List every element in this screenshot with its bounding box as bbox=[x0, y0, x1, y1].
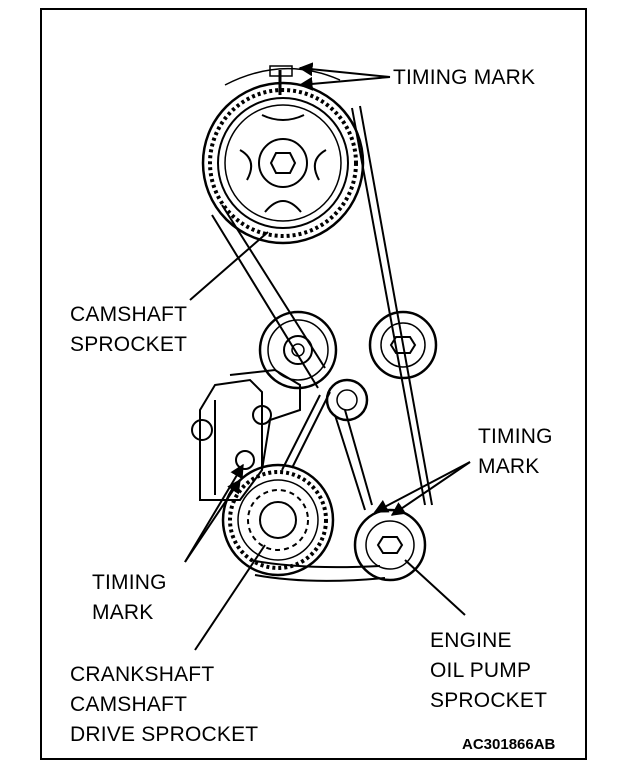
camshaft-sprocket-label: CAMSHAFT SPROCKET bbox=[70, 300, 187, 360]
oil-pump-sprocket-drawing bbox=[353, 508, 427, 582]
camshaft-sprocket-drawing bbox=[201, 65, 365, 245]
crankshaft-sprocket-label-line2: CAMSHAFT bbox=[70, 693, 188, 716]
timing-mark-left-label: TIMING MARK bbox=[92, 568, 167, 628]
oil-pump-sprocket-label-line1: ENGINE bbox=[430, 629, 512, 652]
figure-frame bbox=[40, 8, 587, 760]
timing-mark-right-label-line2: MARK bbox=[478, 455, 540, 478]
small-idler-drawing bbox=[325, 378, 369, 422]
timing-mark-right-label-line1: TIMING bbox=[478, 425, 553, 448]
oil-pump-sprocket-label-line3: SPROCKET bbox=[430, 689, 548, 712]
timing-mark-top-label: TIMING MARK bbox=[393, 66, 536, 89]
timing-mark-left-label-line2: MARK bbox=[92, 601, 154, 624]
crankshaft-sprocket-label-line3: DRIVE SPROCKET bbox=[70, 723, 259, 746]
crankshaft-sprocket-drawing bbox=[221, 463, 335, 577]
idler-pulley-drawing bbox=[368, 310, 438, 380]
figure-code: AC301866AB bbox=[462, 736, 556, 753]
crankshaft-sprocket-label-line1: CRANKSHAFT bbox=[70, 663, 215, 686]
tensioner-pulley-drawing bbox=[258, 310, 338, 390]
oil-pump-sprocket-label: ENGINE OIL PUMP SPROCKET bbox=[430, 626, 547, 716]
camshaft-sprocket-label-line1: CAMSHAFT bbox=[70, 303, 188, 326]
crankshaft-sprocket-label: CRANKSHAFT CAMSHAFT DRIVE SPROCKET bbox=[70, 660, 258, 750]
leader-lines bbox=[184, 62, 471, 651]
camshaft-sprocket-label-line2: SPROCKET bbox=[70, 333, 188, 356]
timing-mark-left-label-line1: TIMING bbox=[92, 571, 167, 594]
oil-pump-sprocket-label-line2: OIL PUMP bbox=[430, 659, 532, 682]
timing-mark-right-label: TIMING MARK bbox=[478, 422, 553, 482]
auto-tensioner-drawing bbox=[191, 368, 301, 501]
